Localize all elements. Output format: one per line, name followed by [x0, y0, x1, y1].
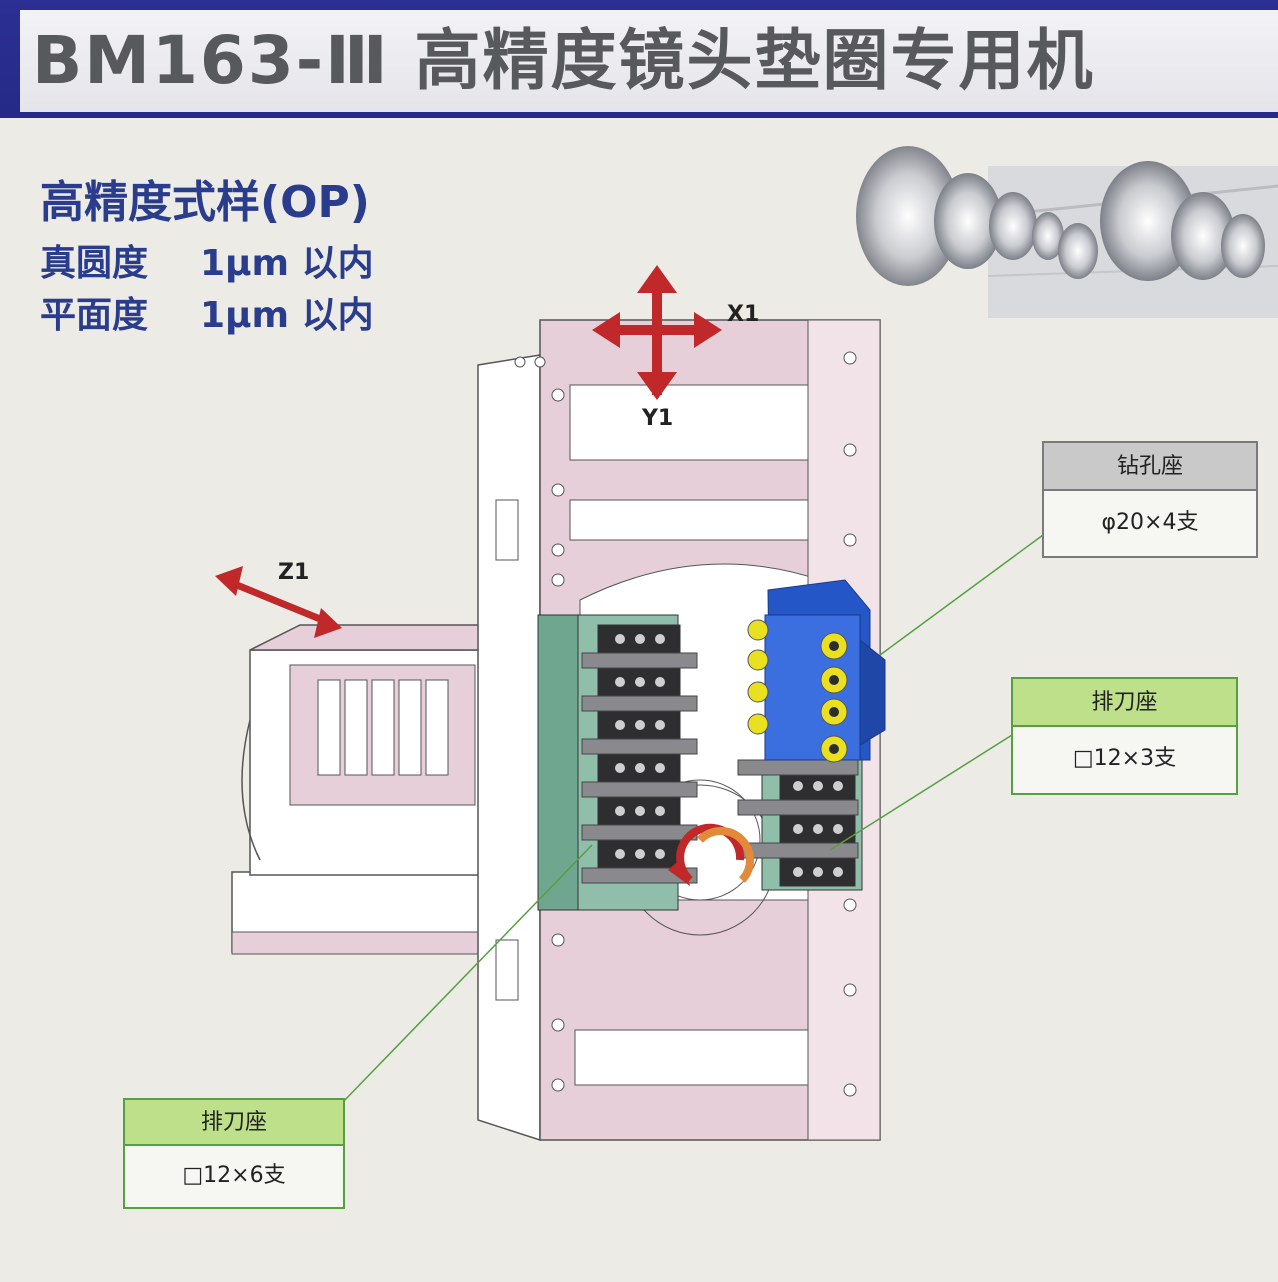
callout-gang-left: 排刀座 □12×6支: [123, 1098, 345, 1209]
spec-label: 真圆度: [40, 243, 149, 284]
callout-value: □12×3支: [1072, 746, 1177, 771]
spindle-unit: [231, 624, 491, 955]
spec-value: 1μm 以内: [200, 243, 374, 284]
z-axis-label: Z1: [278, 560, 310, 585]
page-title: BM163-Ⅲ 高精度镜头垫圈专用机: [32, 22, 1095, 99]
callout-title: 排刀座: [125, 1100, 343, 1146]
callout-value: φ20×4支: [1101, 510, 1199, 535]
z-axis-arrow: [215, 566, 342, 638]
right-gang-plate: [737, 759, 863, 891]
spec-title: 高精度式样(OP): [40, 177, 370, 228]
x-axis-label: X1: [727, 302, 760, 327]
spec-row-flatness: 平面度 1μm 以内: [40, 286, 374, 338]
header-panel: BM163-Ⅲ 高精度镜头垫圈专用机: [20, 10, 1278, 112]
callout-title: 钻孔座: [1044, 443, 1256, 491]
callout-value: □12×6支: [182, 1163, 286, 1188]
callout-gang-right: 排刀座 □12×3支: [1011, 677, 1238, 795]
header-banner: BM163-Ⅲ 高精度镜头垫圈专用机: [0, 0, 1278, 118]
y-axis-label: Y1: [642, 406, 674, 431]
spec-value: 1μm 以内: [200, 295, 374, 336]
spec-label: 平面度: [40, 295, 149, 336]
drill-block: [747, 579, 886, 763]
left-gang-plate: [537, 614, 698, 911]
rotation-arrow: [668, 823, 754, 886]
callout-title: 排刀座: [1013, 679, 1236, 727]
leader-lines: [341, 534, 1044, 1104]
spec-row-roundness: 真圆度 1μm 以内: [40, 234, 374, 286]
lens-image: [856, 146, 1278, 318]
xy-axis-arrows: [592, 265, 722, 400]
callout-drill-holder: 钻孔座 φ20×4支: [1042, 441, 1258, 558]
